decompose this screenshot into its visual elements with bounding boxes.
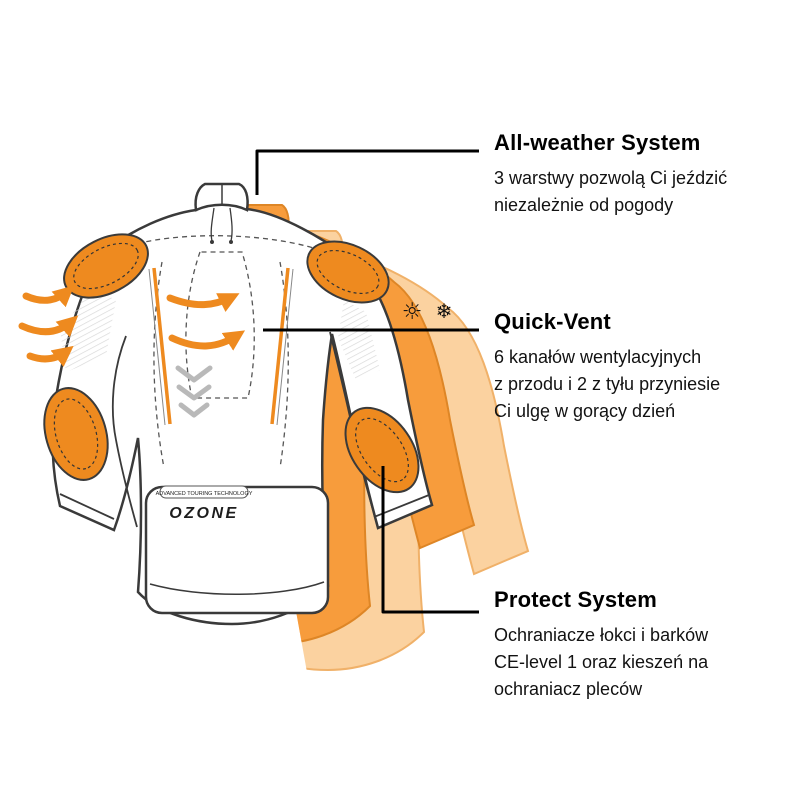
cuff-left <box>59 493 115 520</box>
brand-tagline-box <box>159 485 249 499</box>
callout-quick-vent: Quick-Vent 6 kanałów wentylacyjnych z pr… <box>494 309 794 425</box>
callout-lines <box>255 149 479 614</box>
shoulder-pad-left <box>63 233 149 299</box>
elbow-pad-right <box>344 406 420 494</box>
callout-protect: Protect System Ochraniacze łokci i barkó… <box>494 587 794 703</box>
brand-tagline: ADVANCED TOURING TECHNOLOGY <box>156 491 253 497</box>
jacket-main: ADVANCED TOURING TECHNOLOGY OZONE <box>18 182 434 626</box>
airflow-arrow <box>22 285 75 308</box>
callout-title: All-weather System <box>494 130 701 155</box>
panel-flap-seam <box>149 581 325 595</box>
sleeve-shading-left <box>60 288 116 372</box>
callout-line-protect <box>381 466 479 614</box>
snowflake-icon: ❄ <box>436 299 453 323</box>
seam-left-sleeve <box>111 335 138 528</box>
airflow-arrow <box>18 315 79 338</box>
yoke-stitch <box>103 235 349 263</box>
callout-body: 3 warstwy pozwolą Ci jeździć niezależnie… <box>494 168 728 215</box>
vent-zip-right <box>270 267 290 425</box>
collar-cords <box>210 207 233 242</box>
sun-icon: ☼ <box>402 299 423 325</box>
callout-all-weather: All-weather System 3 warstwy pozwolą Ci … <box>494 130 794 219</box>
weather-icons: ☼ ❄ <box>402 299 453 325</box>
elbow-pad-left <box>43 387 109 481</box>
airflow-arrow <box>26 345 74 368</box>
bottom-panel: ADVANCED TOURING TECHNOLOGY OZONE <box>144 485 330 615</box>
callout-title: Protect System <box>494 587 657 612</box>
left-panel-stitch <box>153 261 165 469</box>
vent-zip-left <box>152 267 172 425</box>
sleeve-shading-right <box>338 300 380 380</box>
callout-title: Quick-Vent <box>494 309 611 334</box>
airflow-arrow <box>166 293 240 313</box>
shoulder-pad-right <box>306 240 390 304</box>
airflow-arrow <box>168 330 246 351</box>
protector-pads <box>43 233 420 494</box>
callout-body: 6 kanałów wentylacyjnych z przodu i 2 z … <box>494 347 721 421</box>
airflow-arrows <box>18 285 246 368</box>
collar <box>194 182 249 244</box>
vent-zip-edges <box>148 268 294 426</box>
vent-chevrons <box>175 365 213 418</box>
callout-line-all-weather <box>255 149 479 195</box>
vent-zips <box>148 267 294 426</box>
callout-body: Ochraniacze łokci i barków CE-level 1 or… <box>494 625 709 699</box>
right-panel-stitch <box>279 261 289 469</box>
brand-logo: OZONE <box>169 505 238 522</box>
